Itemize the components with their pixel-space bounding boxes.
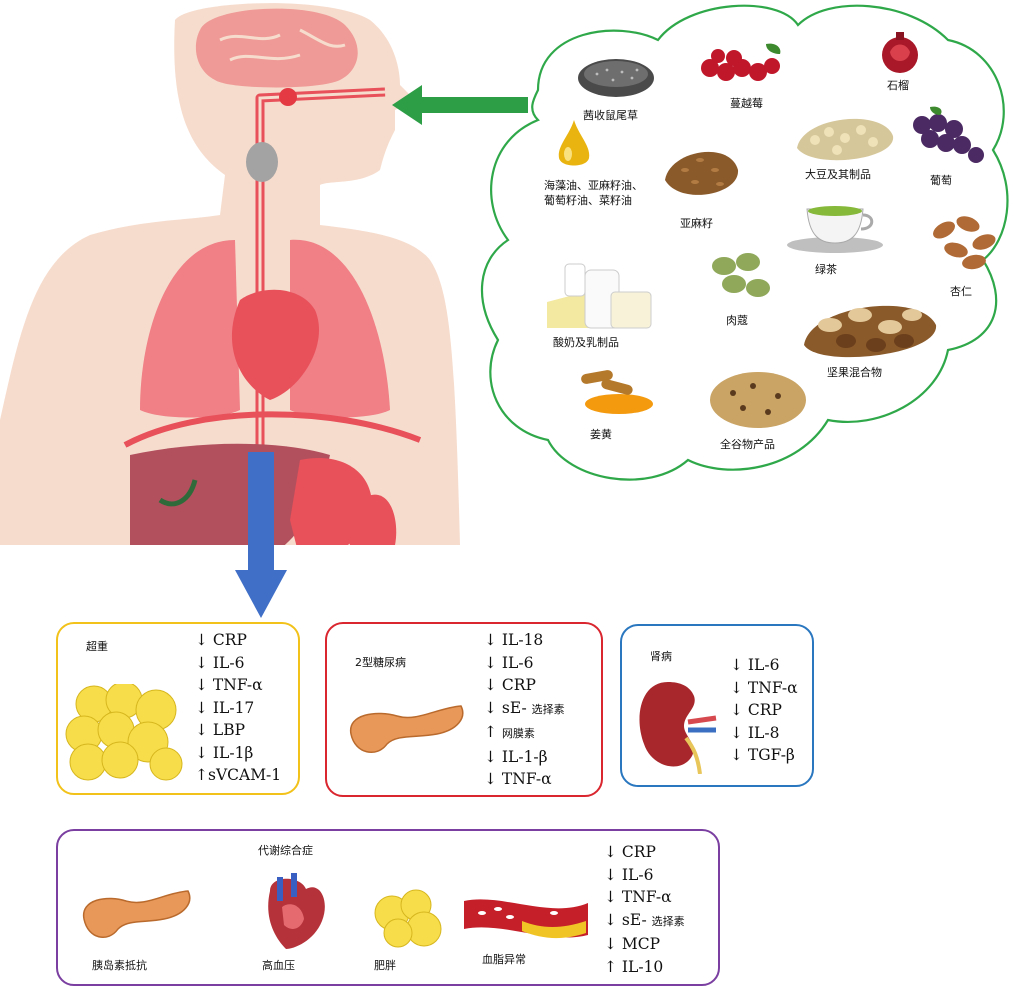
- food-label-almond: 杏仁: [950, 285, 972, 298]
- marker-item: ↓ IL-8: [730, 723, 780, 742]
- marker-item: ↓ IL-17: [195, 698, 255, 717]
- marker-item: ↓ TNF-α: [484, 770, 552, 788]
- diabetes-marker-list: ↓ IL-18 ↓ IL-6 ↓ CRP ↓ sE- 选择素 ↑ 网膜素 ↓ I…: [484, 629, 565, 791]
- marker-item: ↓ IL-18: [484, 631, 544, 649]
- marker-item: ↓ MCP: [604, 935, 661, 953]
- marker-item: ↓ IL-6: [484, 653, 534, 672]
- marker-item: ↓ CRP: [604, 843, 656, 861]
- marker-item: ↓ LBP: [195, 721, 246, 739]
- lung-icon: [140, 240, 240, 418]
- overweight-marker-list: ↓ CRP ↓ IL-6 ↓ TNF-α ↓ IL-17 ↓ LBP ↓ IL-…: [195, 629, 281, 787]
- kidney-marker-list: ↓ IL-6 ↓ TNF-α ↓ CRP ↓ IL-8 ↓ TGF-β: [730, 654, 798, 767]
- marker-item: ↓ IL-6: [730, 656, 780, 674]
- pancreas-icon: [83, 890, 191, 939]
- kidney-title: 肾病: [650, 650, 672, 663]
- nutmeg-icon: [712, 253, 770, 297]
- marker-item: ↓ CRP: [195, 631, 247, 649]
- marker-item: ↓ TNF-α: [195, 676, 263, 694]
- soybean-icon: [797, 118, 894, 161]
- marker-item: ↓ TNF-α: [604, 888, 672, 906]
- overweight-box: 超重 ↓ CRP ↓ IL-6 ↓ TNF-α ↓ IL-17 ↓ LBP ↓ …: [56, 622, 300, 795]
- flaxseed-icon: [665, 151, 739, 195]
- diabetes-title: 2型糖尿病: [355, 656, 406, 669]
- whole-grain-cookie-icon: [710, 372, 806, 428]
- marker-item: ↓ CRP: [730, 701, 782, 719]
- food-label-oils: 海藻油、亚麻籽油、 葡萄籽油、菜籽油: [544, 179, 643, 207]
- food-label-nuts: 坚果混合物: [827, 366, 882, 379]
- kidney-box: 肾病 ↓ IL-6 ↓ TNF-α ↓ CRP ↓ IL-8 ↓ TGF-β: [620, 624, 814, 787]
- cranberry-icon: [701, 43, 781, 81]
- food-label-greentea: 绿茶: [815, 263, 837, 276]
- marker-item: ↓ TGF-β: [730, 746, 795, 764]
- marker-item: ↓ TNF-α: [730, 678, 798, 697]
- marker-item: ↓ sE- 选择素: [604, 910, 685, 929]
- metabolic-box: 代谢综合症 胰岛素抵抗 高血压 肥胖 血脂异常 ↓ CRP ↓ IL-6 ↓ T…: [56, 829, 720, 986]
- liver-icon: [130, 443, 330, 545]
- organ-label-obesity: 肥胖: [374, 959, 396, 972]
- effect-arrow: [235, 452, 287, 618]
- marker-item: ↓ IL-1-β: [484, 747, 548, 766]
- almond-icon: [933, 216, 996, 270]
- fat-cells-icon: [374, 889, 442, 948]
- heart-icon: [268, 873, 325, 949]
- blood-vessel-icon: [464, 899, 588, 939]
- brain-icon: [195, 8, 358, 88]
- pancreas-icon: [350, 705, 464, 754]
- marker-item: ↓ IL-6: [195, 653, 245, 672]
- metabolic-title: 代谢综合症: [258, 844, 313, 857]
- marker-item: ↑ 网膜素: [484, 723, 535, 741]
- marker-item: ↑ IL-10: [604, 957, 664, 976]
- food-label-turmeric: 姜黄: [590, 428, 612, 441]
- food-label-dairy: 酸奶及乳制品: [553, 336, 619, 349]
- marker-item: ↓ IL-6: [604, 865, 654, 884]
- fat-cells-icon: [65, 684, 183, 781]
- food-label-nutmeg: 肉蔻: [726, 314, 748, 327]
- food-label-flaxseed: 亚麻籽: [680, 217, 713, 230]
- marker-item: ↓ sE- 选择素: [484, 698, 565, 717]
- intake-arrow: [392, 85, 528, 125]
- food-label-wholegrain: 全谷物产品: [720, 438, 775, 451]
- heart-icon: [231, 289, 319, 400]
- chia-seeds-icon: [578, 59, 654, 97]
- organ-label-hypertension: 高血压: [262, 959, 295, 972]
- organ-label-dyslipidemia: 血脂异常: [482, 953, 526, 966]
- dairy-icon: [547, 263, 652, 329]
- marker-item: ↑sVCAM-1: [195, 766, 282, 784]
- food-label-soy: 大豆及其制品: [805, 168, 871, 181]
- human-body-illustration: [0, 3, 460, 545]
- mixed-nuts-icon: [804, 305, 937, 358]
- green-tea-icon: [787, 206, 883, 253]
- food-label-cranberry: 蔓越莓: [730, 97, 763, 110]
- turmeric-icon: [581, 370, 653, 414]
- kidney-icon: [639, 682, 717, 774]
- overweight-title: 超重: [86, 640, 108, 653]
- food-label-pomegranate: 石榴: [887, 79, 909, 92]
- pomegranate-icon: [882, 32, 918, 73]
- marker-item: ↓ CRP: [484, 676, 536, 694]
- marker-item: ↓ IL-1β: [195, 743, 254, 762]
- diabetes-box: 2型糖尿病 ↓ IL-18 ↓ IL-6 ↓ CRP ↓ sE- 选择素 ↑ 网…: [325, 622, 603, 797]
- oil-drop-icon: [558, 120, 590, 166]
- organ-label-insulin: 胰岛素抵抗: [92, 959, 147, 972]
- grape-icon: [913, 106, 984, 163]
- food-label-grape: 葡萄: [930, 174, 952, 187]
- metabolic-marker-list: ↓ CRP ↓ IL-6 ↓ TNF-α ↓ sE- 选择素 ↓ MCP ↑ I…: [604, 841, 685, 978]
- food-label-chia: 茜收鼠尾草: [583, 109, 638, 122]
